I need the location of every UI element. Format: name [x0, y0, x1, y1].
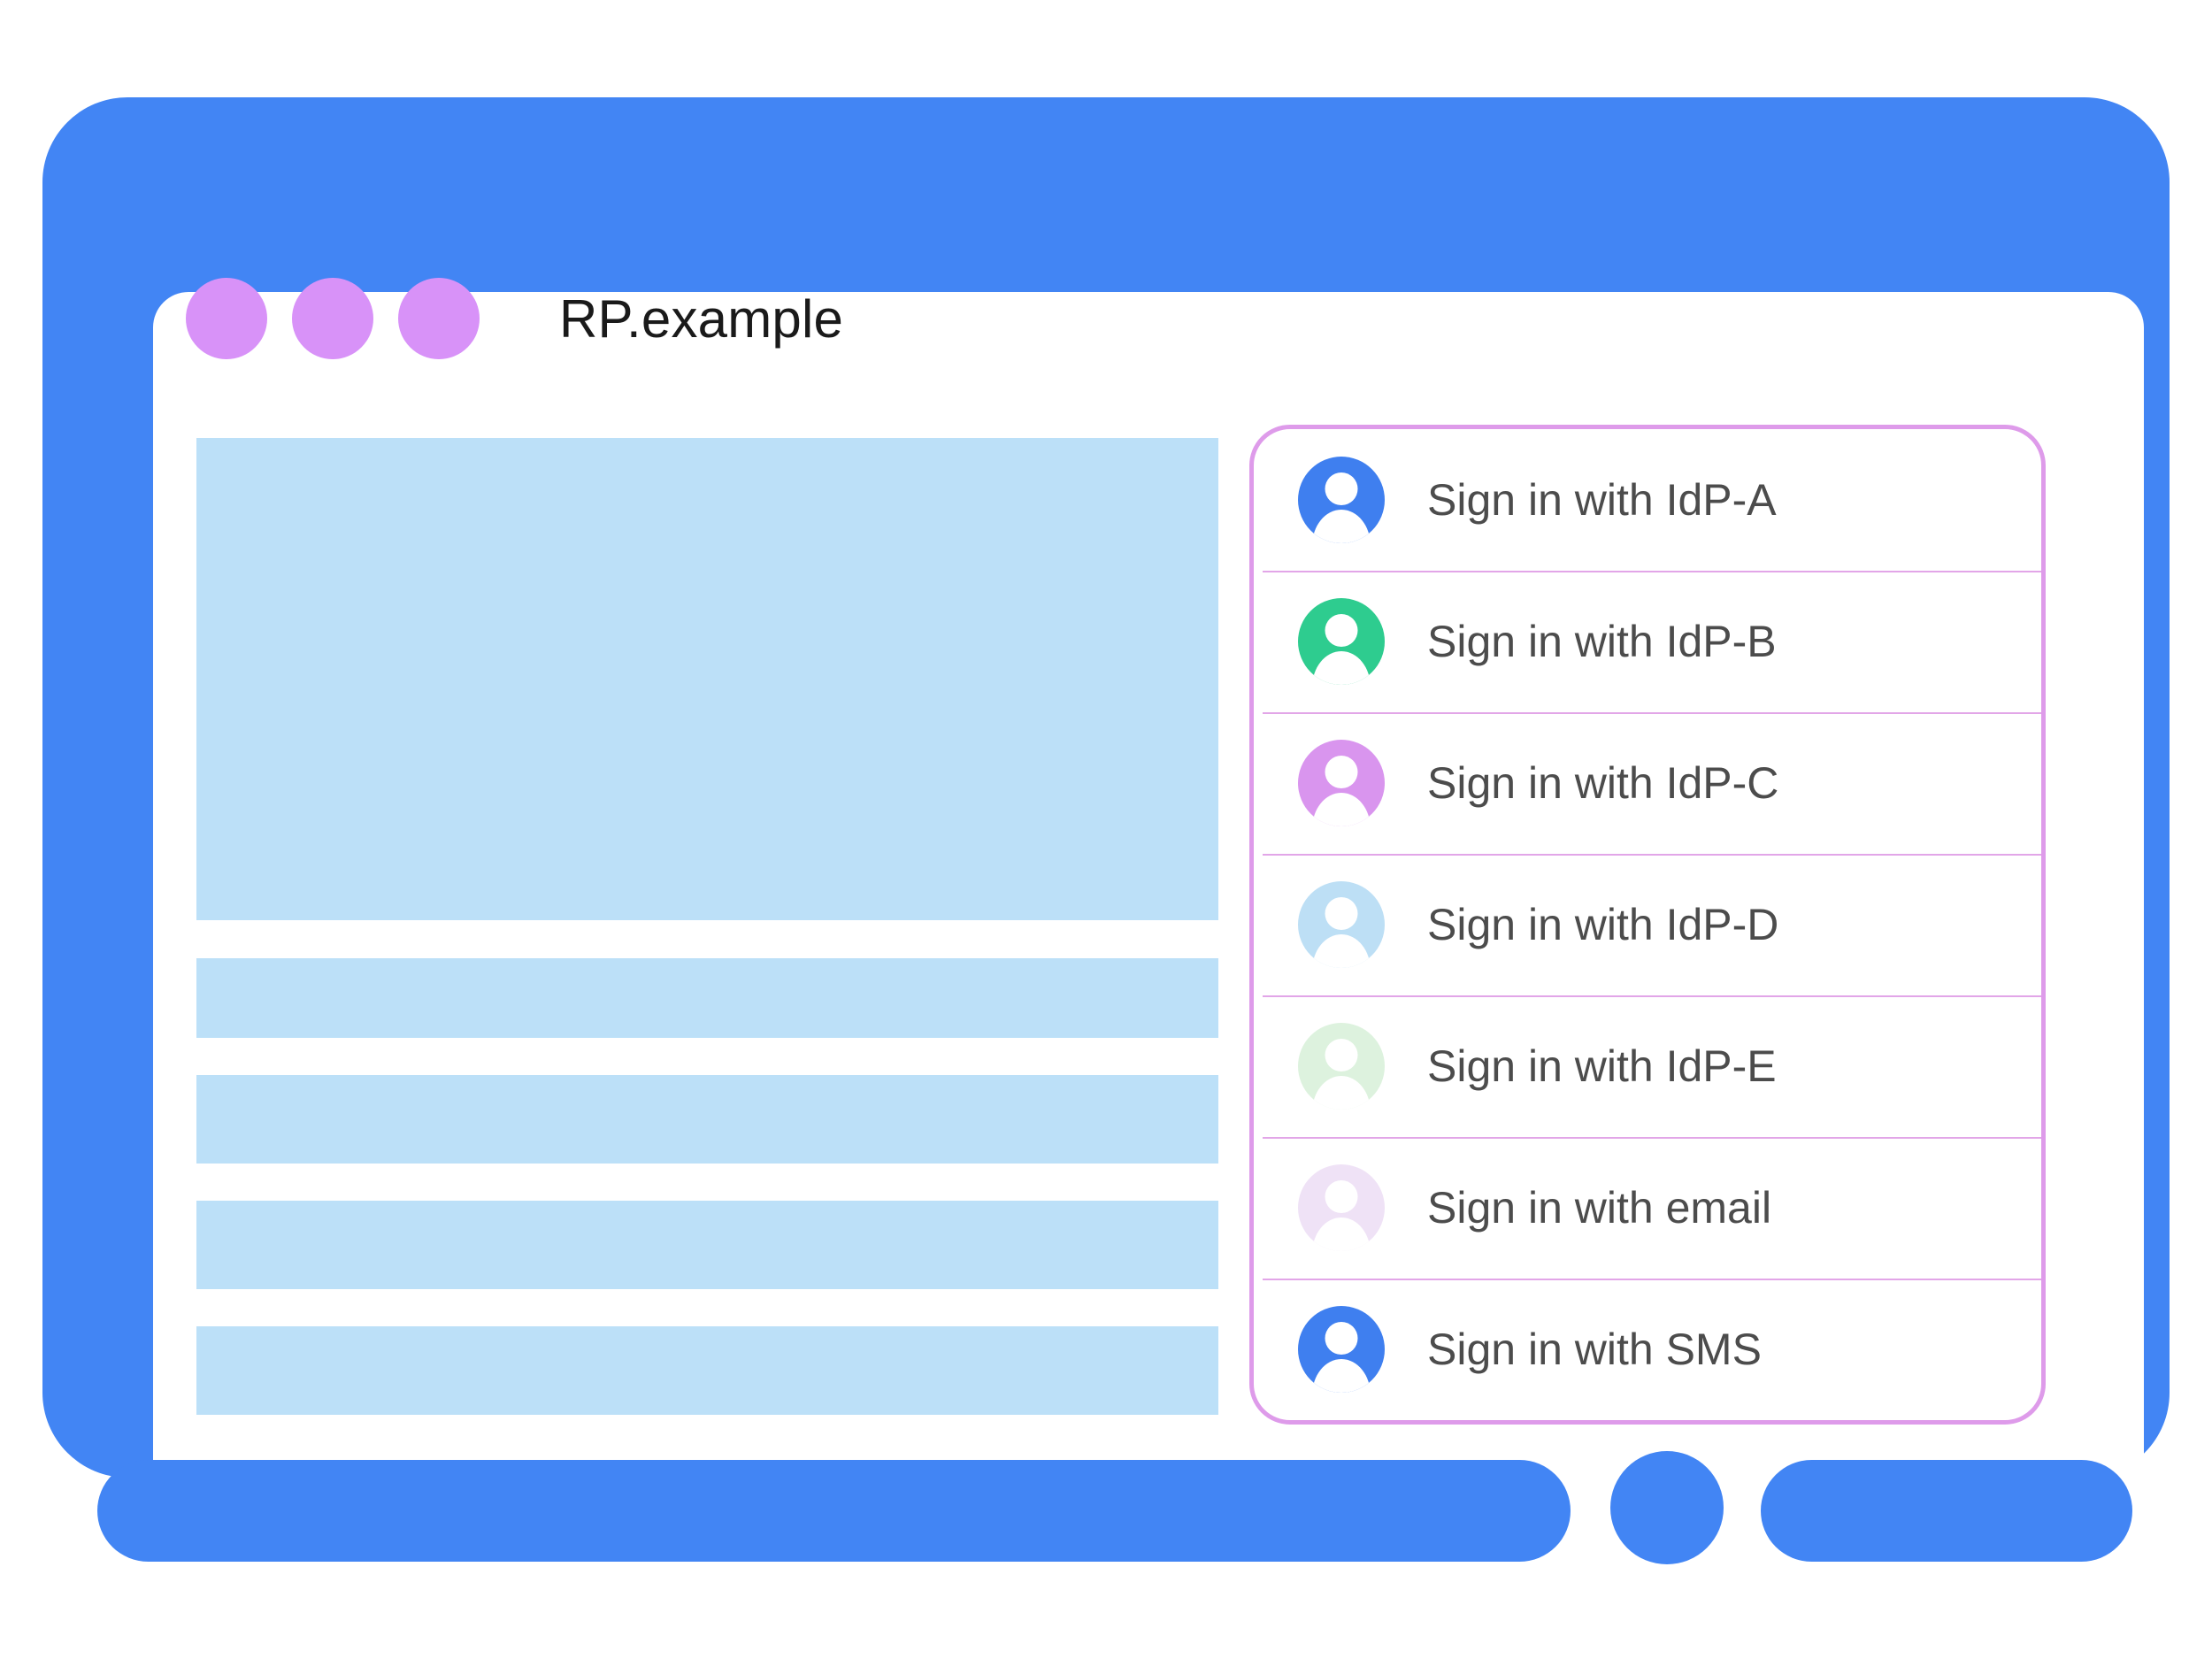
signin-option-label: Sign in with IdP-B: [1427, 617, 1777, 666]
signin-option-label: Sign in with email: [1427, 1183, 1772, 1233]
person-avatar-icon: [1298, 457, 1385, 543]
window-dot-1-icon[interactable]: [186, 278, 267, 359]
page-content-placeholders: [196, 438, 1218, 1452]
person-avatar-icon: [1298, 740, 1385, 826]
signin-option-idp-a[interactable]: Sign in with IdP-A: [1254, 429, 2041, 571]
signin-option-idp-b[interactable]: Sign in with IdP-B: [1254, 571, 2041, 712]
signin-option-label: Sign in with IdP-E: [1427, 1041, 1777, 1091]
device-stand-knob: [1610, 1451, 1724, 1564]
signin-option-idp-c[interactable]: Sign in with IdP-C: [1254, 712, 2041, 854]
signin-option-label: Sign in with SMS: [1427, 1325, 1762, 1374]
person-avatar-icon: [1298, 1023, 1385, 1110]
person-avatar-icon: [1298, 881, 1385, 968]
signin-option-idp-e[interactable]: Sign in with IdP-E: [1254, 995, 2041, 1137]
browser-header: RP.example: [186, 270, 843, 367]
device-stand-left: [97, 1460, 1571, 1562]
window-dot-2-icon[interactable]: [292, 278, 373, 359]
signin-option-email[interactable]: Sign in with email: [1254, 1137, 2041, 1279]
signin-option-label: Sign in with IdP-D: [1427, 900, 1779, 949]
text-bar-3-placeholder: [196, 1201, 1218, 1289]
person-avatar-icon: [1298, 598, 1385, 685]
signin-option-label: Sign in with IdP-C: [1427, 758, 1779, 808]
person-avatar-icon: [1298, 1164, 1385, 1251]
text-bar-4-placeholder: [196, 1326, 1218, 1415]
text-bar-2-placeholder: [196, 1075, 1218, 1164]
signin-list: Sign in with IdP-A Sign in with IdP-B Si…: [1254, 429, 2041, 1420]
window-dot-3-icon[interactable]: [398, 278, 480, 359]
signin-option-idp-d[interactable]: Sign in with IdP-D: [1254, 854, 2041, 995]
text-bar-1-placeholder: [196, 958, 1218, 1038]
site-title: RP.example: [559, 288, 844, 349]
signin-option-label: Sign in with IdP-A: [1427, 475, 1777, 525]
signin-panel: Sign in with IdP-A Sign in with IdP-B Si…: [1249, 425, 2046, 1425]
person-avatar-icon: [1298, 1306, 1385, 1393]
signin-option-sms[interactable]: Sign in with SMS: [1254, 1279, 2041, 1420]
hero-block-placeholder: [196, 438, 1218, 920]
device-stand-right: [1761, 1460, 2132, 1562]
